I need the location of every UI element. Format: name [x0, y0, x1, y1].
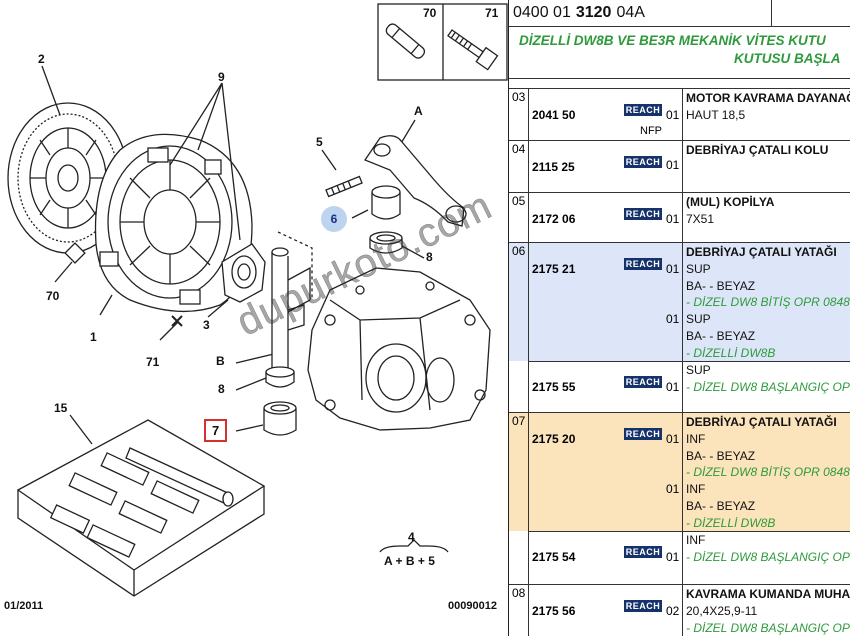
- group-number: 07: [509, 413, 529, 584]
- ref-suffix: 04A: [616, 4, 645, 21]
- exploded-parts-diagram: 70 71 2 9 A 5 6 8 70 3 1 71 B 8 7 15 4 A…: [4, 3, 508, 612]
- callout-70-inset: 70: [423, 6, 437, 20]
- description-line: - DİZEL DW8 BİTİŞ OPR 0848: [686, 295, 850, 310]
- description-line: SUP: [686, 363, 711, 377]
- description-line: INF: [686, 431, 706, 446]
- description-line: (MUL) KOPİLYA: [686, 195, 775, 209]
- quantity: 01: [666, 211, 680, 226]
- reach-badge: REACH: [624, 207, 662, 220]
- part-code[interactable]: 2041 50: [532, 107, 576, 122]
- group-number: 03: [509, 89, 529, 140]
- reach-badge: REACH: [624, 545, 662, 558]
- callout-7-highlighted[interactable]: 7: [204, 419, 228, 442]
- reach-badge: REACH: [624, 103, 662, 116]
- diagram-number: 00090012: [448, 600, 497, 612]
- ref-prefix: 0400 01: [513, 4, 571, 21]
- description-line: INF: [686, 533, 706, 547]
- callout-71-inset: 71: [485, 6, 499, 20]
- description-line: SUP: [686, 312, 711, 327]
- description-line: BA- - BEYAZ: [686, 329, 756, 343]
- reach-badge: REACH: [624, 375, 662, 388]
- diagram-date: 01/2011: [4, 600, 44, 612]
- description-line: - DİZELLİ DW8B: [686, 515, 776, 530]
- callout-70: 70: [46, 289, 60, 303]
- description-line: - DİZELLİ DW8B: [686, 345, 776, 360]
- description-line: BA- - BEYAZ: [686, 448, 756, 463]
- quantity: 01: [666, 312, 680, 327]
- application-title: DİZELLİ DW8B VE BE3R MEKANİK VİTES KUTU …: [509, 27, 850, 79]
- callout-2: 2: [38, 52, 45, 66]
- callout-1: 1: [90, 330, 97, 344]
- description-line: 7X51: [686, 211, 715, 226]
- diagram-drawing: [7, 3, 508, 597]
- callout-71: 71: [146, 355, 160, 369]
- part-code[interactable]: 2175 55: [532, 379, 576, 394]
- group-number: 04: [509, 141, 529, 192]
- callout-B: B: [216, 354, 225, 368]
- part-code[interactable]: 2175 20: [532, 431, 576, 446]
- callout-9: 9: [218, 70, 225, 84]
- reference-header: 0400 01 3120 04A: [509, 0, 850, 27]
- reach-badge: REACH: [624, 427, 662, 440]
- quantity: 01: [666, 107, 680, 122]
- group-number: 08: [509, 585, 529, 636]
- part-code[interactable]: 2172 06: [532, 211, 576, 226]
- part-code[interactable]: 2175 21: [532, 261, 576, 276]
- description-line: - DİZEL DW8 BAŞLANGIÇ OP: [686, 620, 850, 635]
- quantity: 01: [666, 261, 680, 276]
- description-line: - DİZEL DW8 BİTİŞ OPR 0848: [686, 465, 850, 480]
- description-line: - DİZEL DW8 BAŞLANGIÇ OP: [686, 549, 850, 564]
- description-line: BA- - BEYAZ: [686, 499, 756, 513]
- description-line: DEBRİYAJ ÇATALI KOLU: [686, 143, 829, 157]
- quantity: 01: [666, 431, 680, 446]
- quantity: 01: [666, 158, 680, 173]
- ref-main: 3120: [575, 4, 612, 21]
- callout-3: 3: [203, 318, 210, 332]
- callout-6[interactable]: 6: [321, 206, 347, 232]
- description-line: HAUT 18,5: [686, 107, 746, 122]
- description-line: - DİZEL DW8 BAŞLANGIÇ OPR: [686, 379, 850, 394]
- callout-8-upper: 8: [426, 250, 433, 264]
- callout-5: 5: [316, 135, 323, 149]
- part-code[interactable]: 2175 56: [532, 603, 576, 618]
- description-line: INF: [686, 482, 706, 497]
- part-code[interactable]: 2175 54: [532, 549, 576, 564]
- group-number: 05: [509, 193, 529, 242]
- description-line: DEBRİYAJ ÇATALI YATAĞI: [686, 245, 837, 259]
- description-line: SUP: [686, 261, 711, 276]
- parts-list-panel: 0400 01 3120 04A DİZELLİ DW8B VE BE3R ME…: [508, 0, 850, 636]
- callout-8-lower: 8: [218, 382, 225, 396]
- quantity: 01: [666, 549, 680, 564]
- part-code[interactable]: 2115 25: [532, 159, 575, 174]
- group-number: 06: [509, 243, 529, 412]
- description-line: MOTOR KAVRAMA DAYANAĞ: [686, 91, 850, 105]
- callout-4: 4: [408, 530, 415, 544]
- callout-A: A: [414, 104, 423, 118]
- reach-badge: REACH: [624, 257, 662, 270]
- quantity: 02: [666, 603, 680, 618]
- reach-badge: REACH: [624, 155, 662, 168]
- description-line: KAVRAMA KUMANDA MUHAF: [686, 587, 850, 601]
- callout-15: 15: [54, 401, 68, 415]
- quantity: 01: [666, 482, 680, 497]
- description-line: BA- - BEYAZ: [686, 278, 756, 293]
- callout-4-formula: A + B + 5: [384, 554, 435, 568]
- nfp-flag: NFP: [640, 124, 662, 137]
- title-line-1: DİZELLİ DW8B VE BE3R MEKANİK VİTES KUTU: [519, 33, 826, 48]
- reach-badge: REACH: [624, 599, 662, 612]
- title-line-2: KUTUSU BAŞLA: [734, 51, 841, 66]
- quantity: 01: [666, 379, 680, 394]
- description-line: DEBRİYAJ ÇATALI YATAĞI: [686, 415, 837, 429]
- description-line: 20,4X25,9-11: [686, 603, 758, 618]
